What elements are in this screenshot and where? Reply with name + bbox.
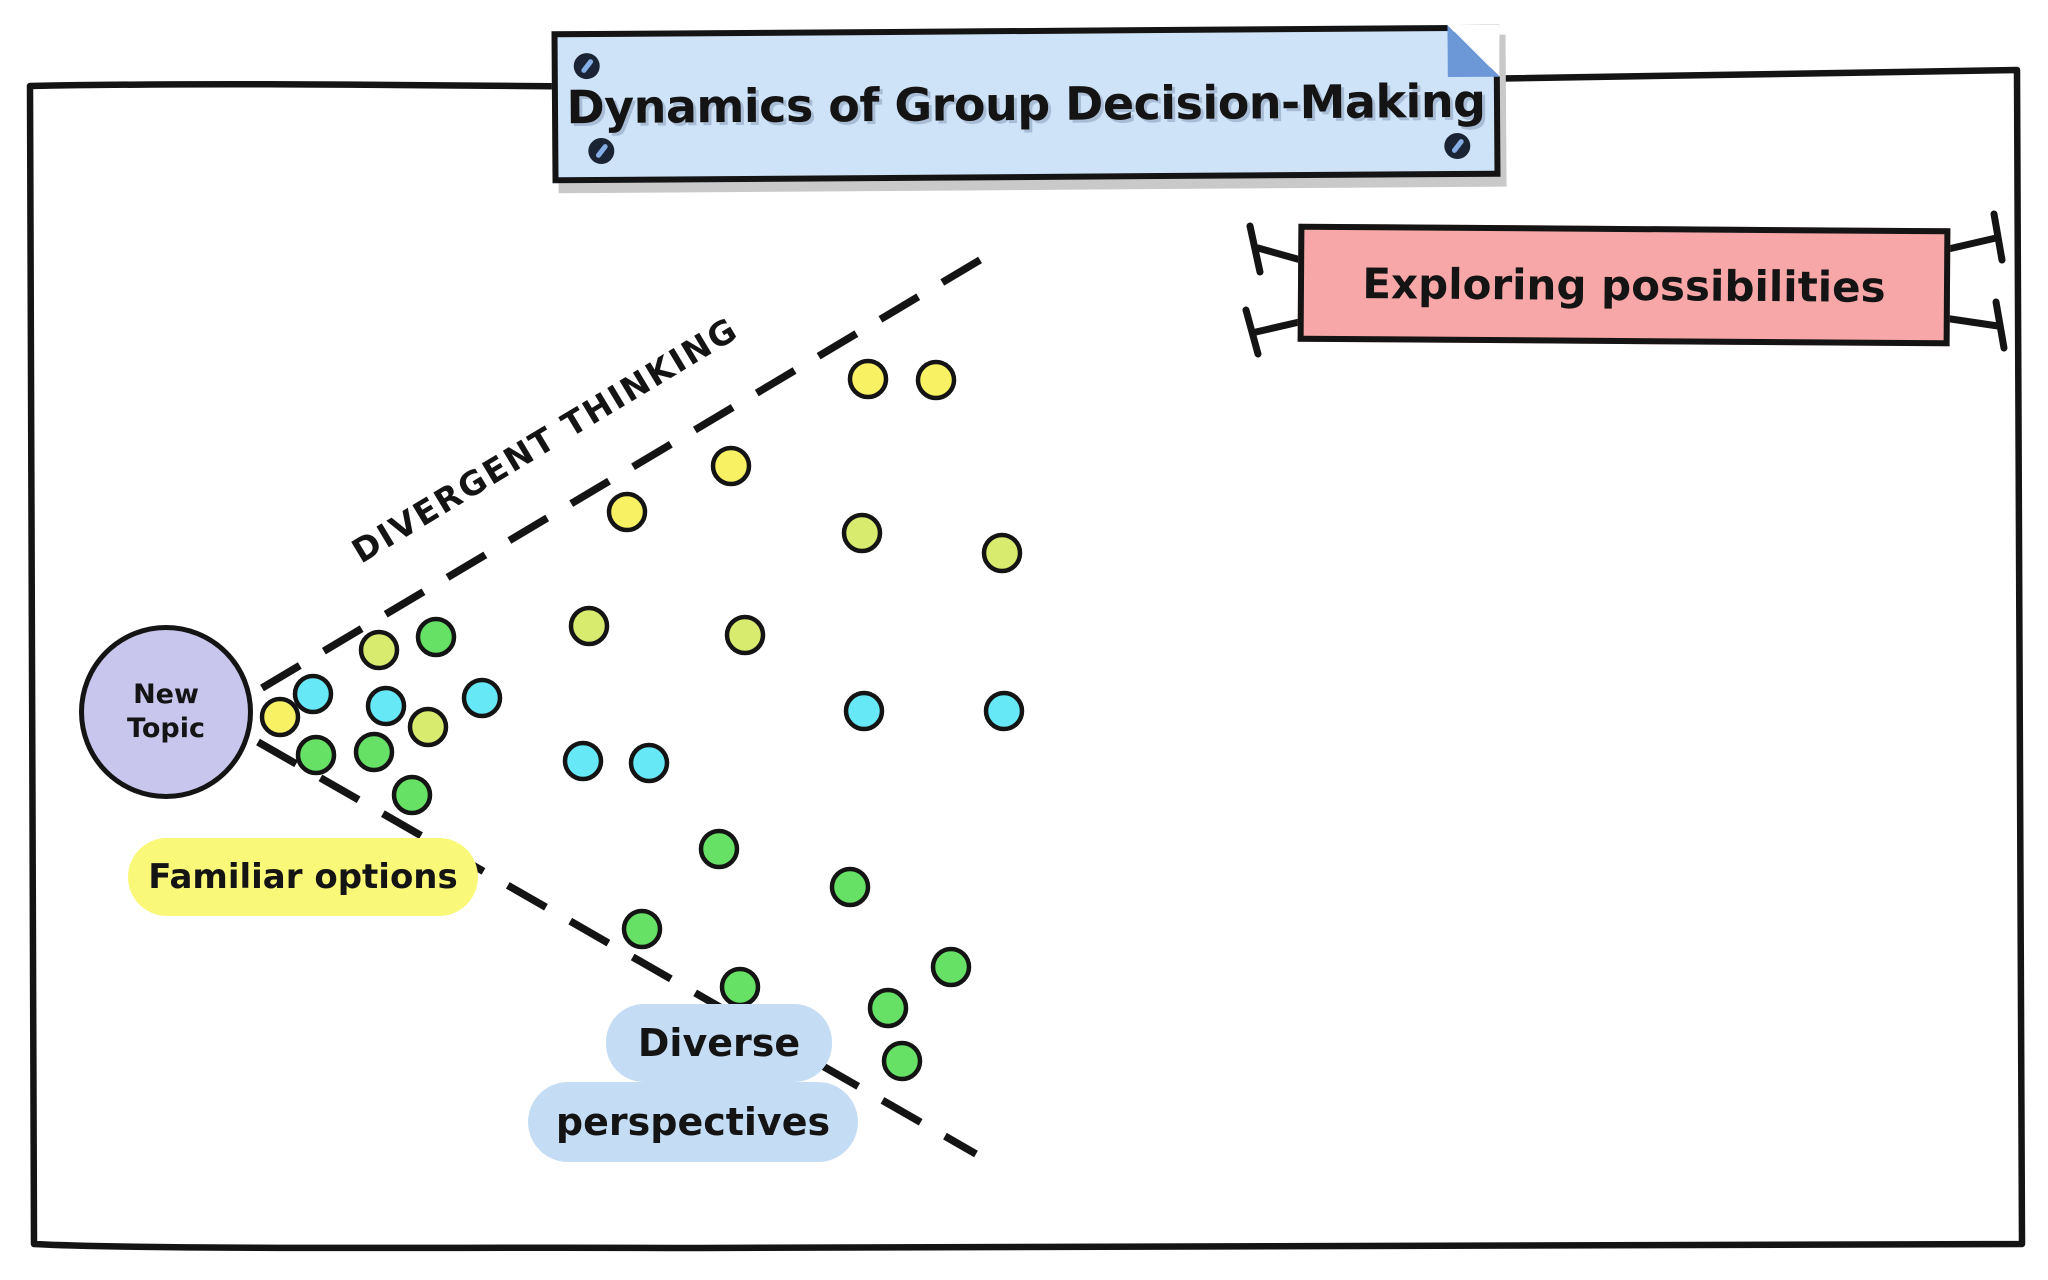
screw-icon xyxy=(573,52,600,80)
idea-dot-cyan xyxy=(365,685,407,727)
idea-dot-green xyxy=(829,866,871,908)
idea-dot-cyan xyxy=(292,673,334,715)
idea-dot-lime xyxy=(568,605,610,647)
screw-icon xyxy=(1444,132,1471,160)
idea-dot-green xyxy=(719,966,761,1008)
idea-dot-lime xyxy=(358,629,400,671)
idea-dot-yellow xyxy=(847,358,889,400)
topic-label-line1: New xyxy=(133,679,199,711)
divergence-dashed-line xyxy=(256,738,978,1158)
idea-dot-cyan xyxy=(562,740,604,782)
idea-dot-lime xyxy=(724,614,766,656)
folded-corner-icon xyxy=(1447,24,1500,78)
diverse-label-line1: Diverse xyxy=(606,1004,832,1082)
idea-dot-yellow xyxy=(259,696,301,738)
title-banner: Dynamics of Group Decision-Making xyxy=(551,24,1501,184)
idea-dot-lime xyxy=(841,512,883,554)
new-topic-node: New Topic xyxy=(79,625,253,799)
idea-dot-green xyxy=(391,774,433,816)
idea-dot-lime xyxy=(407,706,449,748)
idea-dot-cyan xyxy=(628,742,670,784)
exploring-possibilities-banner: Exploring possibilities xyxy=(1297,223,1951,347)
idea-dot-green xyxy=(881,1040,923,1082)
divergence-dashed-line xyxy=(260,250,992,692)
diverse-label-line2: perspectives xyxy=(528,1082,858,1162)
exploring-possibilities-label: Exploring possibilities xyxy=(1362,258,1886,312)
idea-dot-green xyxy=(353,731,395,773)
idea-dot-cyan xyxy=(983,690,1025,732)
page-title: Dynamics of Group Decision-Making xyxy=(566,73,1486,135)
idea-dot-cyan xyxy=(843,690,885,732)
idea-dot-green xyxy=(621,908,663,950)
idea-dot-green xyxy=(867,987,909,1029)
idea-dot-green xyxy=(698,828,740,870)
familiar-options-label: Familiar options xyxy=(128,838,478,916)
idea-dot-green xyxy=(415,616,457,658)
idea-dot-yellow xyxy=(606,491,648,533)
pin-icon xyxy=(1940,298,2008,352)
pin-icon xyxy=(1940,210,2006,264)
cone-and-dots-layer xyxy=(256,250,1025,1158)
topic-label-line2: Topic xyxy=(127,713,205,744)
idea-dot-green xyxy=(295,734,337,776)
idea-dot-yellow xyxy=(915,359,957,401)
idea-dot-yellow xyxy=(710,445,752,487)
idea-dot-lime xyxy=(981,532,1023,574)
idea-dot-green xyxy=(930,946,972,988)
screw-icon xyxy=(588,137,615,165)
idea-dot-cyan xyxy=(461,677,503,719)
